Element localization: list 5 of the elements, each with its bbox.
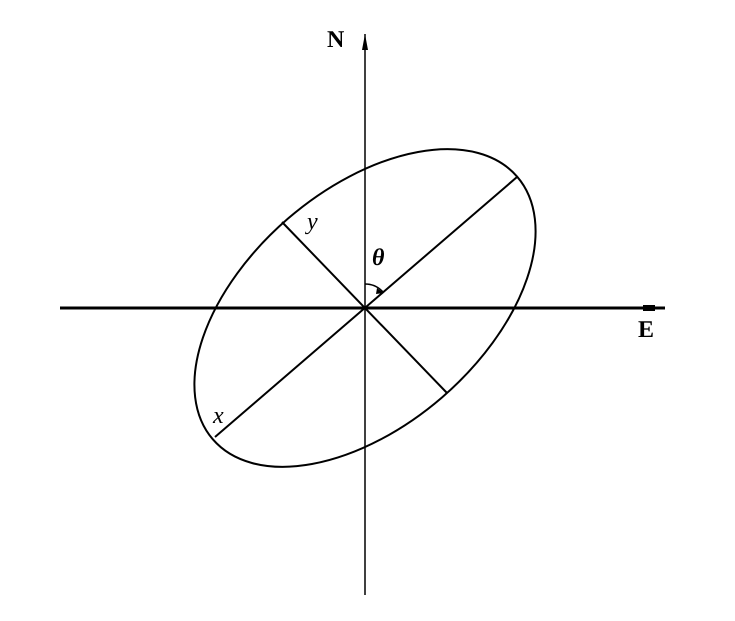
angle-label: θ: [372, 246, 384, 270]
north-label: N: [327, 28, 344, 52]
major-axis-label: x: [213, 404, 224, 428]
east-label: E: [638, 318, 654, 342]
minor-axis-label: y: [307, 210, 318, 234]
